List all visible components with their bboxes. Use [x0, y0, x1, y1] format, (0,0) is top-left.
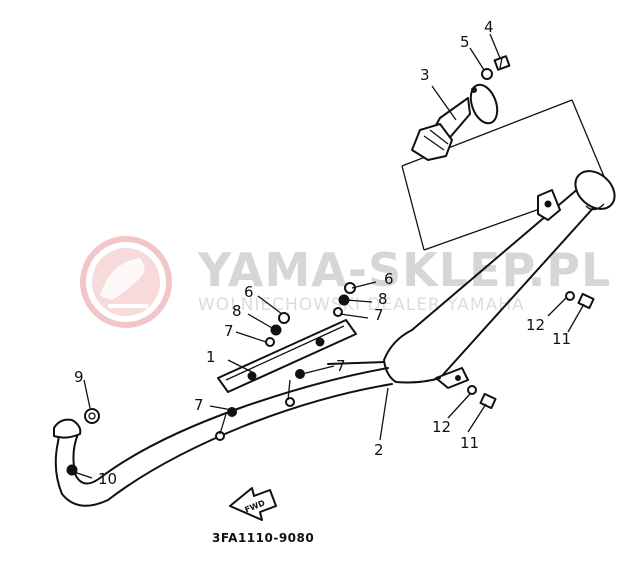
- part-label-6b: 6: [384, 270, 394, 288]
- fastener-group: [66, 282, 595, 476]
- part-label-7a: 7: [224, 322, 234, 340]
- part-label-11b: 11: [460, 434, 479, 452]
- part-label-1: 1: [206, 348, 216, 366]
- exhaust-pipe: [53, 367, 393, 507]
- part-label-7b: 7: [374, 306, 384, 324]
- heat-shield-part: [217, 319, 357, 393]
- part-label-10: 10: [98, 470, 117, 488]
- watermark-subtitle: WOLNIECHOWSKI DEALER YAMAHA: [198, 295, 525, 315]
- part-label-7c: 7: [336, 357, 346, 375]
- part-label-2: 2: [374, 441, 384, 459]
- part-label-9: 9: [74, 368, 84, 386]
- forward-arrow-icon: FWD: [229, 487, 277, 521]
- watermark-title: YAMA-SKLEP.PL: [197, 243, 611, 297]
- bolt-part-4: [493, 55, 511, 71]
- part-label-7d: 7: [194, 396, 204, 414]
- part-label-12b: 12: [432, 418, 451, 436]
- part-label-8a: 8: [232, 302, 242, 320]
- part-label-3: 3: [420, 66, 430, 84]
- part-labels: 3 4 5 6 6 8 8 7 7 7 7 1 2 9 10 12 11 12 …: [74, 18, 571, 488]
- muffler-part: [327, 170, 616, 389]
- exploded-view-lines: [401, 99, 609, 251]
- part-label-12a: 12: [526, 316, 545, 334]
- part-label-6a: 6: [244, 283, 254, 301]
- washer-part-5: [481, 68, 493, 80]
- watermark-logo-icon: [80, 236, 172, 328]
- leader-lines: [73, 33, 585, 479]
- part-label-11a: 11: [552, 330, 571, 348]
- part-label-8b: 8: [378, 290, 388, 308]
- watermark: YAMA-SKLEP.PL WOLNIECHOWSKI DEALER YAMAH…: [80, 236, 611, 328]
- part-label-5: 5: [460, 33, 470, 51]
- spark-arrester-part: [411, 83, 499, 161]
- part-label-4: 4: [484, 18, 494, 36]
- diagram-code: 3FA1110-9080: [212, 531, 314, 545]
